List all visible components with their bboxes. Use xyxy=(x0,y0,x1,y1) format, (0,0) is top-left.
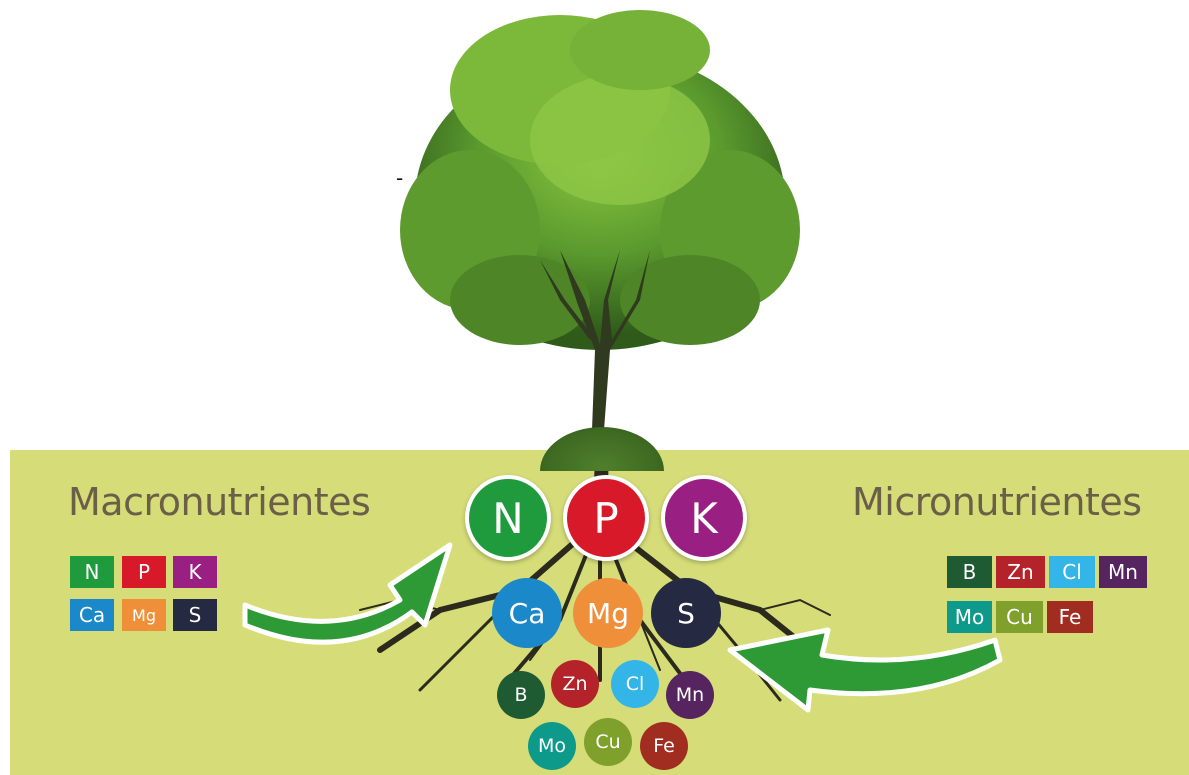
npk-circle-p: P xyxy=(563,475,649,561)
macro-arrow xyxy=(242,542,453,645)
micro-circle-b: B xyxy=(497,671,545,719)
tree-foliage xyxy=(400,10,800,350)
npk-circle-k: K xyxy=(661,475,747,561)
micro-tile-mn: Mn xyxy=(1099,556,1147,588)
micro-arrow xyxy=(727,627,1003,713)
macro-tile-mg: Mg xyxy=(122,599,166,631)
stray-dash-mark: - xyxy=(396,166,404,190)
macronutrients-heading: Macronutrientes xyxy=(68,480,371,524)
micro-tile-fe: Fe xyxy=(1047,601,1093,633)
tree-trunk xyxy=(540,250,650,430)
macro-tile-ca: Ca xyxy=(70,599,114,631)
micro-tile-mo: Mo xyxy=(947,601,992,633)
micro-circle-mo: Mo xyxy=(528,722,576,770)
micro-tile-cu: Cu xyxy=(996,601,1043,633)
micro-circle-fe: Fe xyxy=(640,722,688,770)
micro-circle-cl: Cl xyxy=(611,660,659,708)
macro-tile-p: P xyxy=(122,556,166,588)
micro-tile-b: B xyxy=(947,556,992,588)
secondary-circle-s: S xyxy=(651,578,721,648)
micro-circle-zn: Zn xyxy=(551,660,599,708)
macro-tile-k: K xyxy=(173,556,217,588)
micro-tile-cl: Cl xyxy=(1049,556,1095,588)
micro-circle-mn: Mn xyxy=(666,671,714,719)
micro-tile-zn: Zn xyxy=(996,556,1045,588)
secondary-circle-mg: Mg xyxy=(573,578,643,648)
macro-tile-n: N xyxy=(70,556,114,588)
secondary-circle-ca: Ca xyxy=(492,578,562,648)
micro-circle-cu: Cu xyxy=(584,718,632,766)
npk-circle-n: N xyxy=(465,475,551,561)
micronutrients-heading: Micronutrientes xyxy=(852,480,1142,524)
macro-tile-s: S xyxy=(173,599,217,631)
